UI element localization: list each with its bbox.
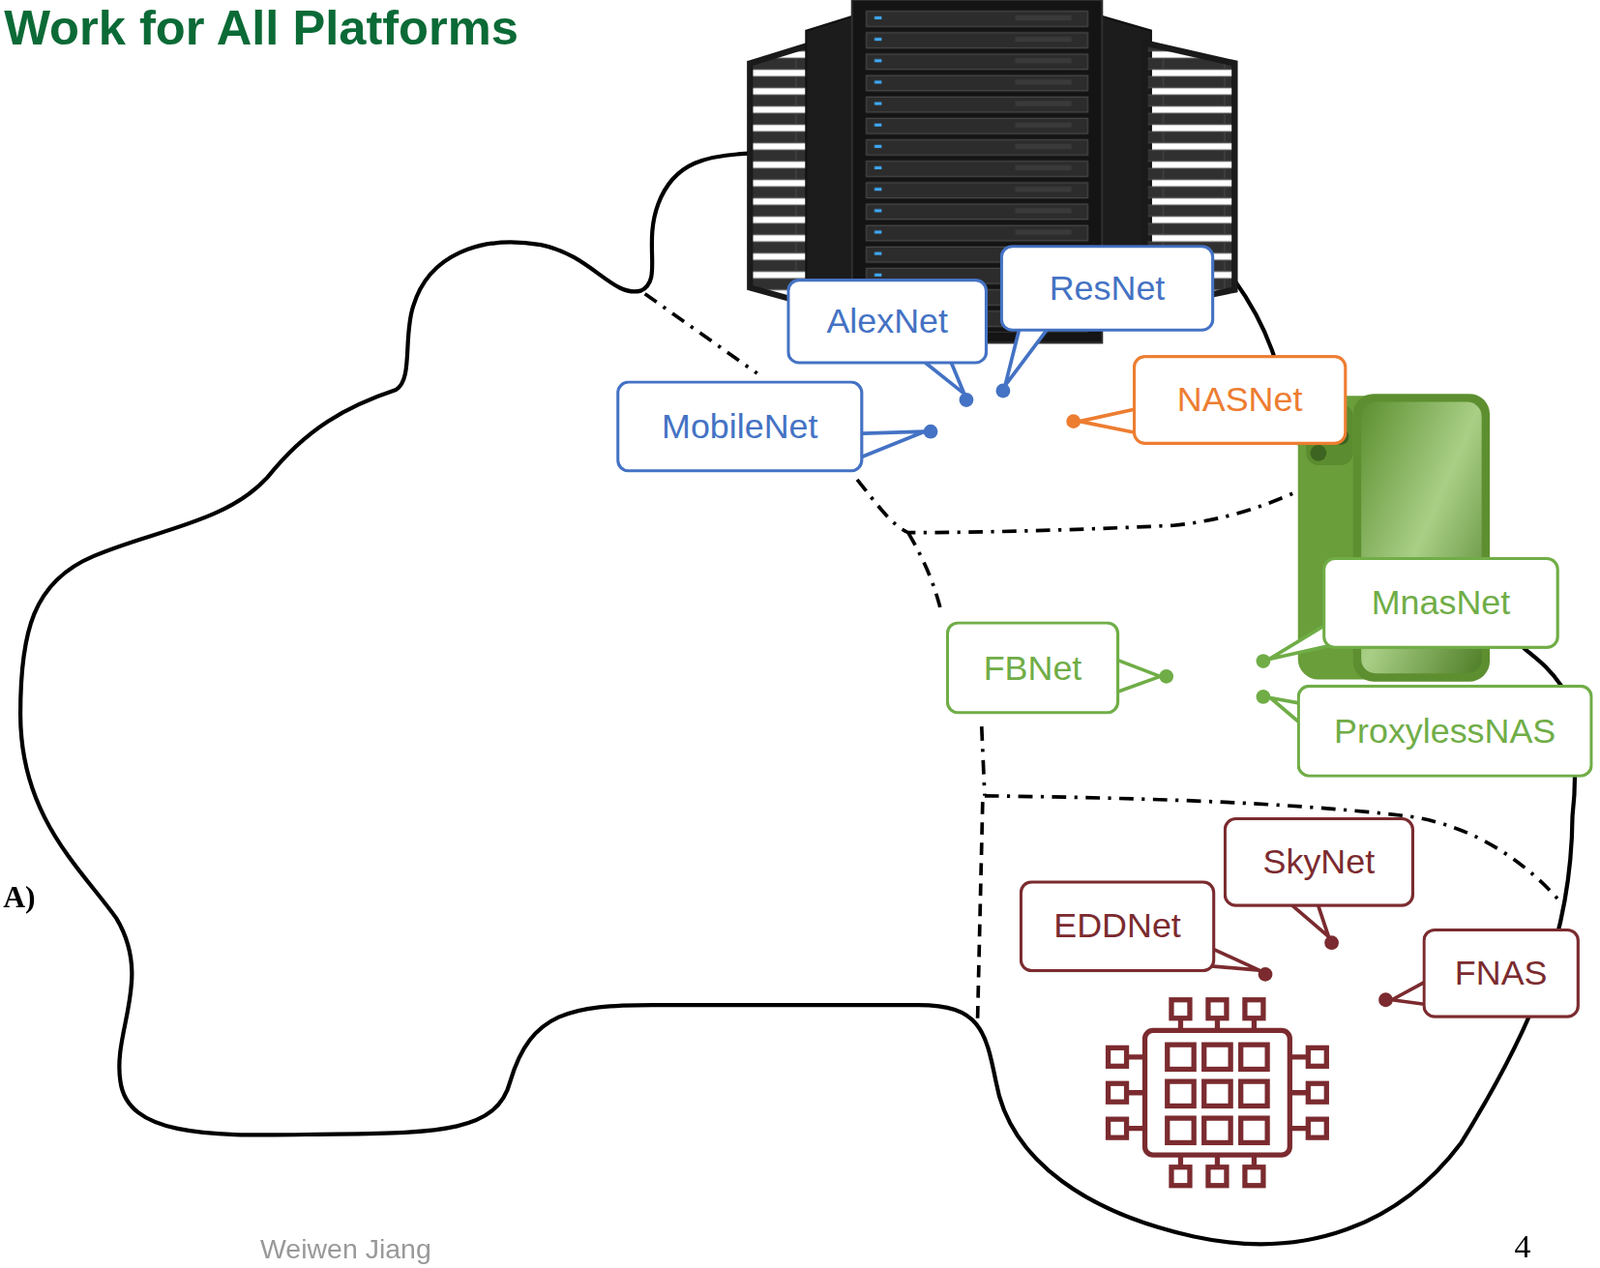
model-name: MnasNet	[1371, 583, 1512, 623]
model-name: ProxylessNAS	[1333, 711, 1556, 751]
region-border	[645, 294, 758, 374]
callout-tail	[1112, 657, 1161, 694]
callout-box: ResNet	[1000, 244, 1215, 332]
model-name: EDDNet	[1053, 906, 1182, 947]
platform-label: A)	[2, 879, 35, 914]
callout-box: MobileNet	[616, 380, 863, 473]
callout-box: MnasNet	[1322, 557, 1560, 650]
model-dot	[959, 392, 975, 408]
model-dot	[1258, 967, 1274, 982]
callout-box: NASNet	[1132, 355, 1348, 445]
callout-box: FBNet	[946, 621, 1120, 714]
callout-box: AlexNet	[786, 278, 988, 365]
callout-box: ProxylessNAS	[1297, 684, 1594, 778]
model-name: SkyNet	[1263, 842, 1376, 883]
model-name: NASNet	[1177, 380, 1304, 420]
callout-box: SkyNet	[1223, 817, 1415, 908]
page-number: 4	[1513, 1228, 1531, 1265]
model-dot	[1378, 992, 1393, 1008]
model-name: FNAS	[1454, 953, 1548, 994]
callout-tail	[1005, 324, 1051, 386]
model-dot	[1066, 414, 1081, 429]
model-name: MobileNet	[661, 406, 818, 446]
model-name: FBNet	[983, 648, 1083, 688]
model-dot	[1256, 653, 1272, 669]
model-dot	[923, 424, 939, 440]
model-dot	[1256, 689, 1272, 705]
callout-tail	[856, 431, 925, 459]
region-border	[857, 479, 1302, 534]
slide-title: Work for All Platforms	[3, 1, 519, 57]
model-name: ResNet	[1049, 267, 1166, 308]
model-name: AlexNet	[826, 301, 949, 342]
callout-tail	[1079, 408, 1140, 434]
callout-box: EDDNet	[1019, 880, 1216, 973]
chip-icon	[1108, 1000, 1328, 1186]
region-border	[981, 726, 985, 797]
region-border	[908, 533, 942, 611]
author-name: Weiwen Jiang	[260, 1234, 432, 1265]
model-dot	[1158, 669, 1174, 684]
phone-lens	[1309, 444, 1327, 462]
region-border	[977, 801, 983, 1021]
model-dot	[996, 384, 1011, 399]
model-dot	[1324, 935, 1339, 950]
callout-box: FNAS	[1422, 928, 1579, 1019]
